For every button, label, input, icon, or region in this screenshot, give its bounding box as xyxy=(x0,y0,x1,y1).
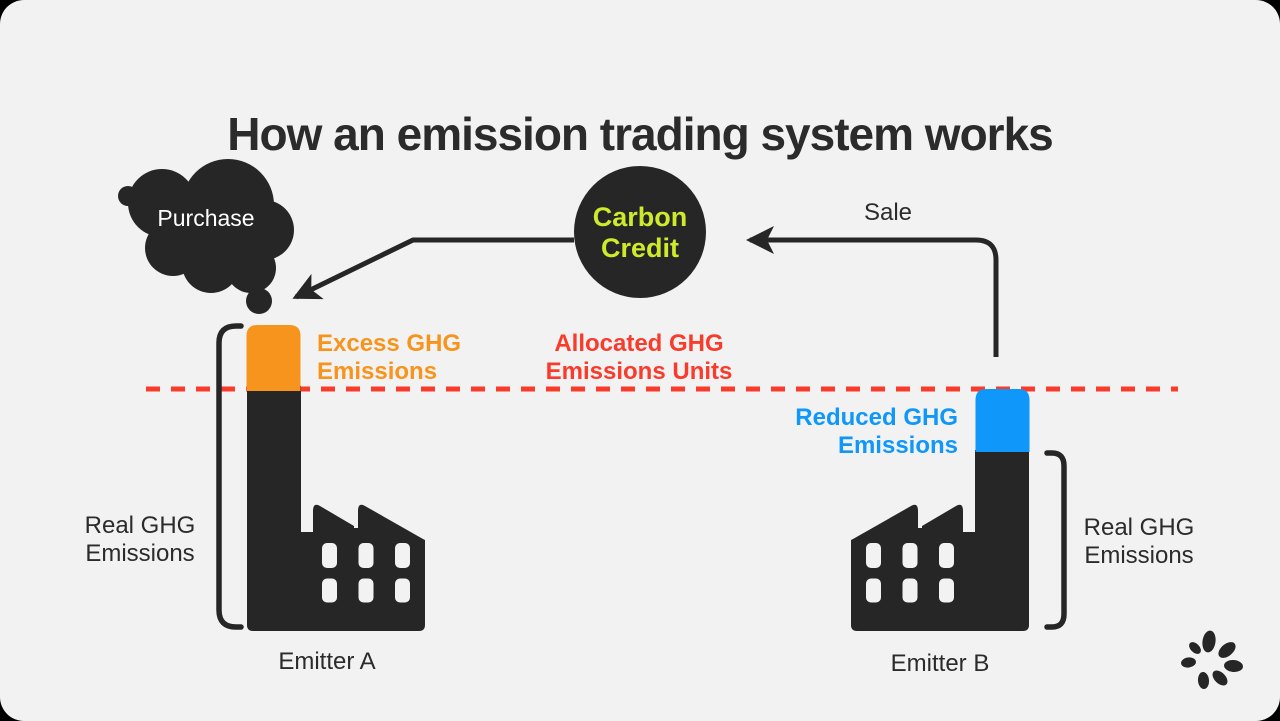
page-title: How an emission trading system works xyxy=(227,107,1053,160)
carbon-credit-label: Carbon Credit xyxy=(592,202,688,263)
factory-a-icon xyxy=(246,325,425,631)
petal-flower-logo xyxy=(1181,630,1243,689)
emitter-b-label: Emitter B xyxy=(890,650,990,677)
sale-label: Sale xyxy=(863,199,913,226)
reduced-ghg-label: Reduced GHG Emissions xyxy=(795,404,958,459)
factory-b-icon xyxy=(851,389,1030,631)
real-ghg-label-b: Real GHG Emissions xyxy=(1083,514,1195,569)
purchase-label: Purchase xyxy=(157,205,255,231)
real-ghg-label-a: Real GHG Emissions xyxy=(84,512,196,567)
excess-ghg-label: Excess GHG Emissions xyxy=(317,330,462,385)
carbon-credit-circle xyxy=(574,166,706,298)
reduced-emissions-block xyxy=(975,389,1030,452)
sale-arrow xyxy=(746,226,999,357)
real-emissions-bracket-a xyxy=(216,323,244,630)
emitter-a-label: Emitter A xyxy=(278,648,376,675)
smoke-cloud-icon xyxy=(118,159,294,314)
purchase-arrow xyxy=(292,237,574,300)
real-emissions-bracket-b xyxy=(1044,450,1067,630)
allocated-ghg-label: Allocated GHG Emissions Units xyxy=(545,330,733,385)
excess-emissions-block xyxy=(246,325,301,391)
